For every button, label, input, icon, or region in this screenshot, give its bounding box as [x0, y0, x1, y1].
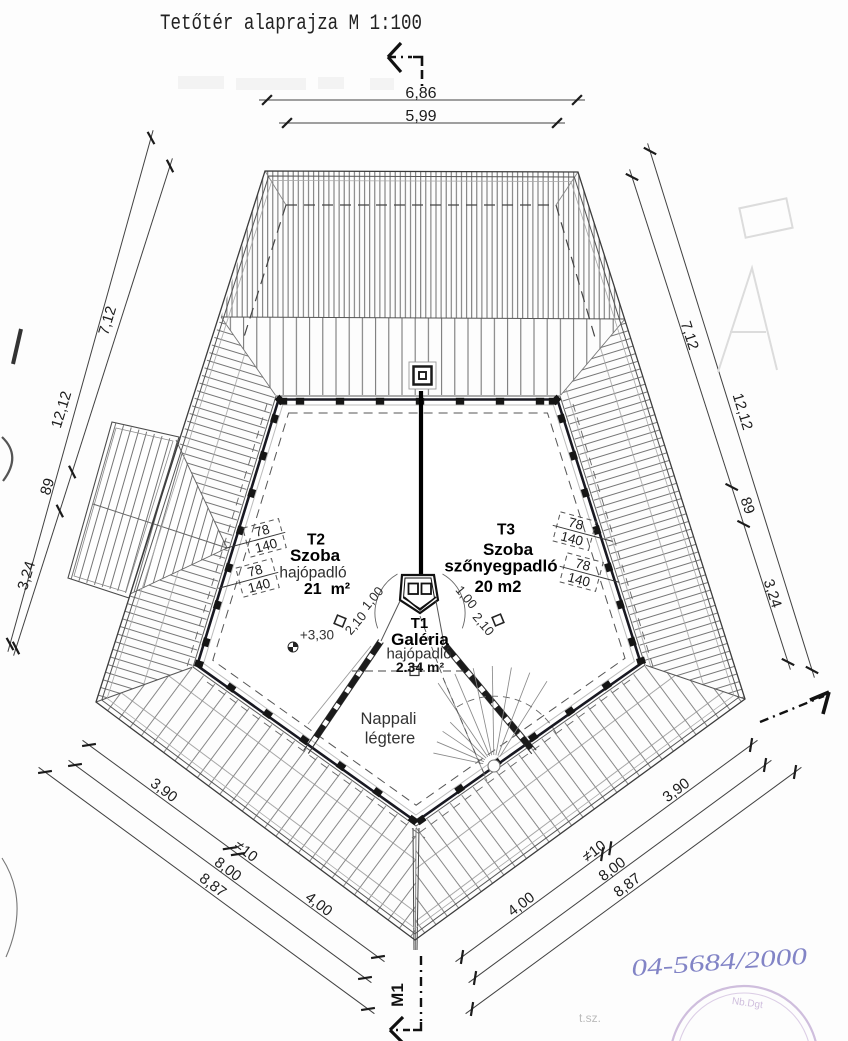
svg-text:Szoba: Szoba — [483, 540, 534, 559]
svg-text:Galéria: Galéria — [391, 630, 449, 649]
svg-text:T1: T1 — [411, 615, 429, 632]
svg-text:Nappali: Nappali — [361, 710, 417, 728]
svg-text:89: 89 — [737, 495, 758, 516]
svg-text:hajópadló: hajópadló — [279, 565, 346, 582]
svg-text:78: 78 — [246, 562, 264, 580]
svg-text:légtere: légtere — [365, 730, 415, 748]
svg-text:89: 89 — [37, 476, 58, 497]
svg-text:Nb.Dgt: Nb.Dgt — [731, 996, 764, 1011]
svg-text:t.sz.: t.sz. — [579, 1011, 601, 1025]
svg-text:2.34 m²: 2.34 m² — [396, 659, 445, 675]
svg-text:140: 140 — [246, 576, 272, 596]
svg-text:21 m²: 21 m² — [304, 581, 350, 598]
svg-text:Tetőtér alaprajza M 1:100: Tetőtér alaprajza M 1:100 — [160, 11, 422, 36]
svg-text:20 m2: 20 m2 — [475, 578, 522, 596]
svg-text:140: 140 — [253, 536, 279, 556]
svg-text:+3,30: +3,30 — [300, 628, 334, 643]
svg-text:78: 78 — [567, 515, 585, 533]
svg-text:78: 78 — [253, 522, 271, 540]
svg-text:5,99: 5,99 — [405, 108, 436, 125]
svg-text:T2: T2 — [307, 532, 325, 549]
svg-text:6,86: 6,86 — [405, 85, 436, 102]
svg-text:140: 140 — [566, 570, 592, 590]
svg-text:78: 78 — [574, 556, 592, 574]
svg-text:140: 140 — [559, 529, 585, 549]
svg-text:Szoba: Szoba — [290, 546, 341, 565]
svg-text:T3: T3 — [497, 522, 515, 539]
svg-text:hajópadló: hajópadló — [386, 646, 451, 663]
svg-text:szőnyegpadló: szőnyegpadló — [444, 557, 557, 576]
svg-text:M1: M1 — [388, 983, 407, 1007]
